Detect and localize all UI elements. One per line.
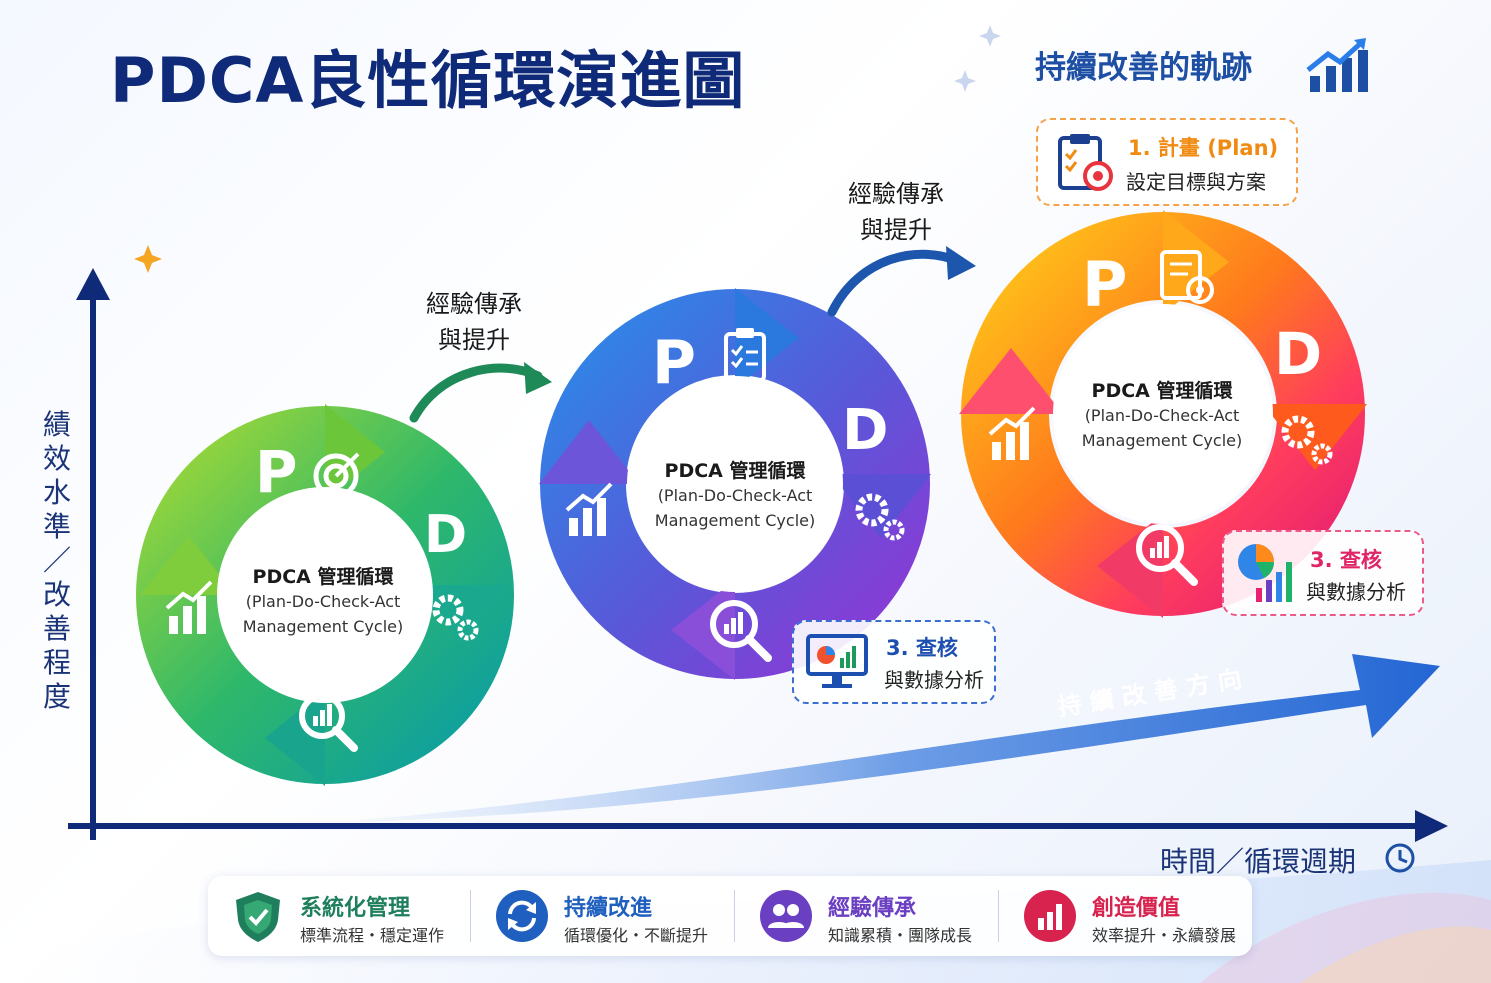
feature-continuous: 持續改進 循環優化・不斷提升	[480, 876, 740, 956]
cycle-2-title: PDCA 管理循環	[664, 460, 806, 482]
divider	[734, 890, 735, 942]
feature-value-desc: 效率提升・永續發展	[1092, 926, 1237, 945]
cycle-2-sub1: (Plan-Do-Check-Act	[657, 486, 813, 505]
shield-check-icon	[236, 892, 280, 942]
refresh-icon	[496, 890, 548, 942]
page-subtitle: 持續改善的軌跡	[1035, 50, 1252, 86]
clock-icon	[1385, 843, 1415, 873]
callout-check-pink: 3. 查核 與數據分析	[1222, 530, 1424, 616]
cycle-1-d-letter: D	[424, 505, 468, 565]
cycle-2-sub2: Management Cycle)	[654, 511, 816, 530]
document-target-icon	[1160, 250, 1214, 304]
transition-1-arrow	[409, 362, 552, 423]
feature-value: 創造價值 效率提升・永續發展	[1008, 876, 1268, 956]
cycle-1-p-letter: P	[255, 438, 298, 506]
cycle-3-center: PDCA 管理循環 (Plan-Do-Check-Act Management …	[1074, 376, 1250, 453]
growth-chart-icon	[565, 482, 613, 536]
growth-chart-icon	[165, 580, 213, 634]
callout-check-blue-desc: 與數據分析	[884, 668, 984, 692]
feature-experience-desc: 知識累積・團隊成長	[828, 926, 973, 945]
monitor-chart-icon	[806, 634, 868, 688]
transition-1-label: 經驗傳承 與提升	[414, 286, 534, 358]
cycle-1-center: PDCA 管理循環 (Plan-Do-Check-Act Management …	[238, 562, 408, 639]
sparkle-icon	[134, 245, 162, 273]
x-axis-label: 時間／循環週期	[1160, 845, 1357, 878]
sparkle-icon	[954, 70, 976, 92]
cycle-3-p-letter: P	[1082, 248, 1128, 321]
callout-check-pink-desc: 與數據分析	[1306, 580, 1406, 604]
x-axis-arrowhead	[1415, 810, 1448, 842]
magnifier-chart-icon	[299, 693, 358, 752]
cycle-2-p-letter: P	[652, 328, 696, 398]
transition-1-line1: 經驗傳承	[426, 290, 522, 318]
cycle-3-sub2: Management Cycle)	[1081, 431, 1243, 450]
pie-bar-chart-icon	[1238, 544, 1292, 602]
clipboard-check-icon	[724, 328, 766, 382]
feature-systematic: 系統化管理 標準流程・穩定運作	[216, 876, 476, 956]
cycle-1-ring	[136, 404, 514, 786]
footer-features: 系統化管理 標準流程・穩定運作 持續改進 循環優化・不斷提升 經驗傳承 知識累積…	[208, 876, 1252, 956]
cycle-3-d-letter: D	[1274, 320, 1323, 388]
trend-up-chart-icon	[1306, 38, 1368, 92]
magnifier-chart-icon	[710, 600, 772, 662]
cycle-2-d-letter: D	[842, 398, 889, 463]
cycle-2-center: PDCA 管理循環 (Plan-Do-Check-Act Management …	[645, 456, 825, 533]
sparkle-icon	[979, 25, 1001, 47]
transition-2-label: 經驗傳承 與提升	[836, 176, 956, 248]
callout-check-blue: 3. 查核 與數據分析	[792, 620, 996, 704]
callout-check-blue-head: 3. 查核	[886, 636, 958, 660]
callout-plan-desc: 設定目標與方案	[1126, 170, 1266, 194]
cycle-3-title: PDCA 管理循環	[1091, 380, 1233, 402]
clipboard-target-icon	[1058, 134, 1113, 191]
divider	[470, 890, 471, 942]
callout-plan: 1. 計畫 (Plan) 設定目標與方案	[1036, 118, 1298, 206]
team-icon	[760, 890, 812, 942]
transition-1-line2: 與提升	[438, 326, 510, 354]
cycle-1-sub2: Management Cycle)	[242, 617, 404, 636]
growth-chart-icon	[988, 406, 1036, 460]
target-icon	[313, 452, 360, 499]
magnifier-chart-icon	[1136, 524, 1198, 586]
feature-systematic-title: 系統化管理	[300, 896, 411, 921]
page-title: PDCA良性循環演進圖	[110, 44, 746, 117]
feature-experience-title: 經驗傳承	[828, 896, 917, 921]
gear-icon	[432, 594, 479, 641]
feature-systematic-desc: 標準流程・穩定運作	[300, 926, 445, 945]
feature-experience: 經驗傳承 知識累積・團隊成長	[744, 876, 1004, 956]
divider	[998, 890, 999, 942]
callout-check-pink-head: 3. 查核	[1310, 548, 1382, 572]
cycle-1-title: PDCA 管理循環	[252, 566, 394, 588]
transition-2-line2: 與提升	[860, 216, 932, 244]
callout-plan-head: 1. 計畫 (Plan)	[1128, 136, 1279, 160]
gear-icon	[855, 493, 905, 541]
cycle-1-sub1: (Plan-Do-Check-Act	[245, 592, 401, 611]
transition-2-line1: 經驗傳承	[848, 180, 944, 208]
feature-continuous-desc: 循環優化・不斷提升	[564, 926, 709, 945]
gear-icon	[1281, 415, 1333, 465]
y-axis-label: 績效水準／改善程度	[42, 408, 71, 713]
feature-continuous-title: 持續改進	[564, 896, 653, 921]
y-axis-arrowhead	[76, 268, 110, 300]
feature-value-title: 創造價值	[1092, 896, 1181, 921]
transition-2-arrow	[827, 246, 976, 317]
cycle-3-sub1: (Plan-Do-Check-Act	[1084, 406, 1240, 425]
bar-chart-icon	[1024, 890, 1076, 942]
